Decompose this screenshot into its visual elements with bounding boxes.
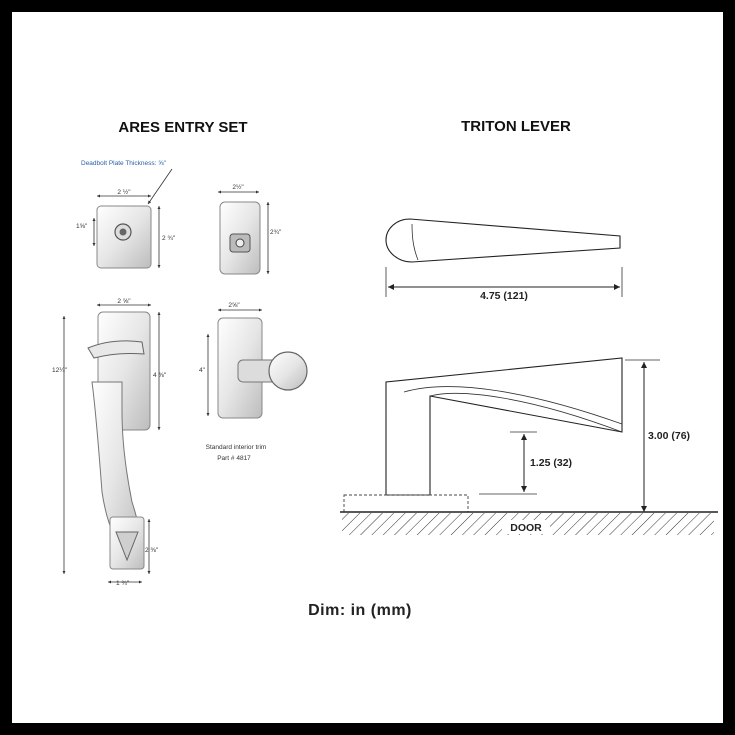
interior-height-label: 4": [199, 367, 206, 374]
dimension-units-note: Dim: in (mm): [308, 602, 412, 619]
triton-total-height-label: 3.00 (76): [648, 430, 690, 442]
spec-drawing: ARES ENTRY SET TRITON LEVER Deadbolt Pla…: [52, 118, 718, 619]
side-width-label: 2½": [232, 183, 244, 191]
handle-plate-height-label: 4 ⅜": [153, 372, 167, 379]
deadbolt-thickness-note: Deadbolt Plate Thickness: ⅝": [81, 160, 167, 167]
handleset-view: 2 ⅝" 4 ⅜" 12¼" 2 ⅜" 1 ¾": [52, 298, 167, 587]
interior-note-line2: Part # 4817: [217, 455, 251, 462]
interior-width-label: 2⅝": [228, 302, 240, 309]
triton-length-label: 4.75 (121): [480, 290, 528, 302]
triton-lever-height-label: 1.25 (32): [530, 457, 572, 469]
door-label: DOOR: [510, 522, 542, 534]
handle-plate-width-label: 2 ⅝": [117, 298, 131, 305]
interior-note-line1: Standard interior trim: [206, 444, 267, 451]
bottom-width-label: 1 ¾": [116, 580, 130, 587]
triton-title: TRITON LEVER: [461, 118, 571, 135]
bottom-plate-height-label: 2 ⅜": [145, 547, 159, 554]
triton-side-view: 3.00 (76) 1.25 (32) DOOR: [340, 357, 718, 535]
side-height-label: 2¾": [270, 229, 282, 236]
overall-height-label: 12¼": [52, 367, 68, 374]
deadbolt-view: Deadbolt Plate Thickness: ⅝" 2 ½" 2 ¾" 1…: [76, 160, 176, 269]
deadbolt-width-label: 2 ½": [117, 188, 131, 196]
deadbolt-height-label: 2 ¾": [162, 235, 176, 242]
drawing-frame: ARES ENTRY SET TRITON LEVER Deadbolt Pla…: [12, 12, 723, 723]
triton-top-view: 4.75 (121): [385, 218, 623, 302]
ares-title: ARES ENTRY SET: [118, 119, 247, 136]
interior-trim-view: 2⅝" 4" Standard interior trim Part # 481…: [199, 302, 308, 462]
side-deadbolt-view: 2½" 2¾": [218, 183, 282, 275]
deadbolt-cylinder-label: 1⅝": [76, 223, 88, 230]
